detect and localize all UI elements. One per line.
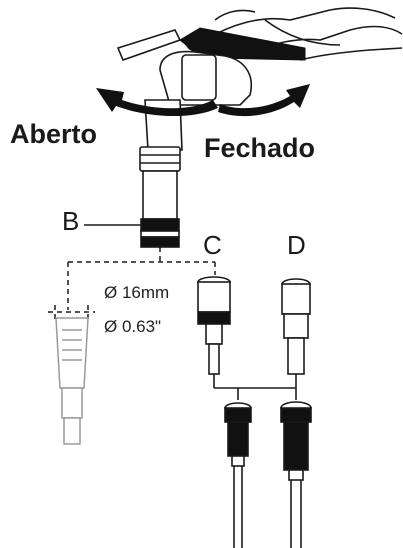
adapter-b [140, 170, 180, 248]
branch-line [213, 374, 297, 400]
ghost-adapter [55, 317, 89, 445]
bottom-connector-left [224, 402, 252, 548]
bottom-connector-right [280, 401, 312, 548]
label-diameter-mm: Ø 16mm [104, 283, 169, 302]
label-b: B [62, 206, 79, 236]
connector-c [197, 276, 231, 375]
faucet-lever [116, 27, 306, 62]
label-open: Aberto [10, 119, 97, 149]
rotate-closed-arrow-icon [218, 84, 310, 117]
label-c: C [203, 230, 222, 260]
label-diameter-in: Ø 0.63" [104, 317, 161, 336]
connector-d [281, 278, 311, 375]
label-closed: Fechado [204, 133, 315, 163]
rotate-open-arrow-icon [96, 88, 218, 117]
label-d: D [287, 230, 306, 260]
